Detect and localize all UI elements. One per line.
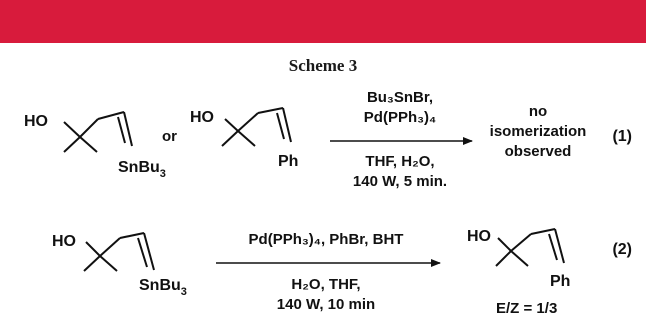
- reaction-1-result-3: observed: [505, 143, 572, 160]
- reaction-1-condition-2: 140 W, 5 min.: [353, 173, 447, 190]
- reaction-1-reagent-2: Pd(PPh₃)₄: [364, 109, 436, 126]
- reaction-2-condition-2: 140 W, 10 min: [277, 296, 375, 313]
- isomer-ratio: E/Z = 1/3: [496, 300, 557, 317]
- reaction-2-number: (2): [612, 241, 632, 258]
- reaction-1-reagent-1: Bu₃SnBr,: [367, 89, 433, 106]
- reaction-1-condition-1: THF, H₂O,: [365, 153, 434, 170]
- reaction-1-result-1: no: [529, 103, 547, 120]
- product-2-phenyl: Ph: [550, 273, 570, 290]
- reaction-1-number: (1): [612, 128, 632, 145]
- substrate-a-stannyl: SnBu3: [118, 159, 166, 180]
- reaction-1: HO SnBu3 or HO Ph Bu₃SnBr, Pd(PPh₃)₄ THF…: [24, 89, 632, 190]
- product-2-structure: [495, 228, 565, 267]
- reaction-2-reagent-1: Pd(PPh₃)₄, PhBr, BHT: [249, 231, 404, 248]
- scheme-title: Scheme 3: [288, 56, 358, 75]
- reaction-1-result-2: isomerization: [490, 123, 587, 140]
- substrate-a-hydroxyl: HO: [24, 113, 48, 130]
- substrate-2-stannyl: SnBu3: [139, 277, 187, 298]
- or-label: or: [162, 128, 177, 145]
- substrate-2-structure: [83, 232, 155, 272]
- header-band: [0, 0, 646, 43]
- substrate-b-phenyl: Ph: [278, 153, 298, 170]
- reaction-2: HO SnBu3 Pd(PPh₃)₄, PhBr, BHT H₂O, THF, …: [52, 228, 632, 317]
- product-2-hydroxyl: HO: [467, 228, 491, 245]
- substrate-a-structure: [63, 111, 133, 153]
- substrate-2-hydroxyl: HO: [52, 233, 76, 250]
- reaction-2-condition-1: H₂O, THF,: [291, 276, 360, 293]
- substrate-b-structure: [221, 107, 292, 147]
- substrate-b-hydroxyl: HO: [190, 109, 214, 126]
